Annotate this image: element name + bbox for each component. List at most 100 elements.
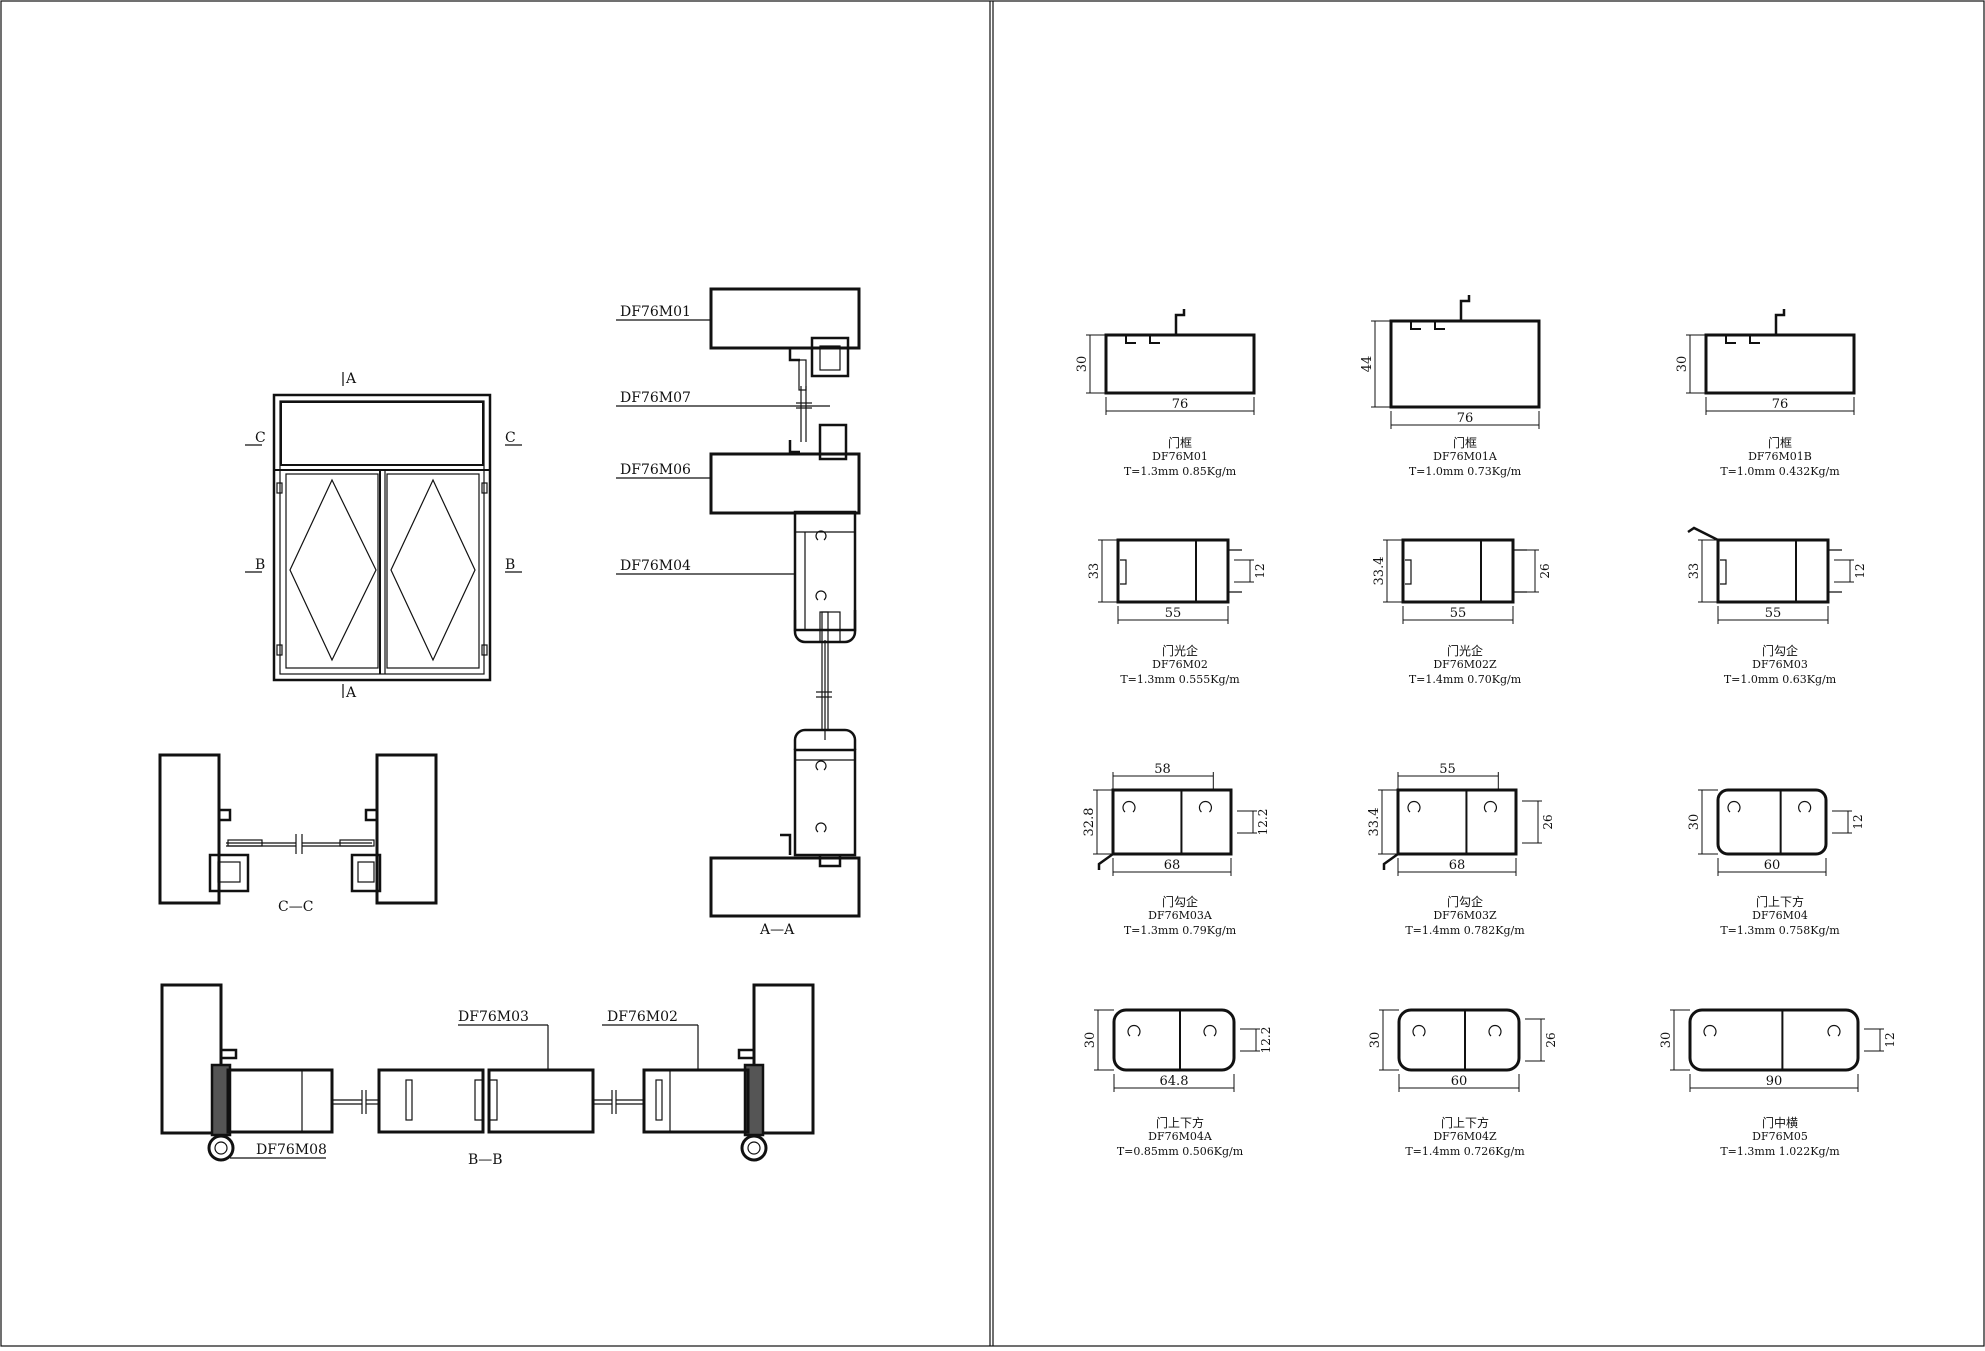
dim-right: 12.2	[1259, 1027, 1273, 1054]
label-df76m03: DF76M03	[458, 1009, 529, 1025]
dim-width: 68	[1164, 858, 1181, 873]
dim-width: 76	[1172, 397, 1189, 412]
cut-mark-a-top: A	[345, 371, 357, 387]
dim-right: 12	[1253, 563, 1267, 578]
dim-width: 55	[1165, 606, 1182, 621]
dim-right: 12	[1853, 563, 1867, 578]
dim-right: 12	[1883, 1032, 1897, 1047]
profile-name: 门框	[1768, 435, 1792, 450]
profile-body	[1116, 538, 1230, 604]
profile-code: DF76M04Z	[1433, 1130, 1497, 1143]
profile-body	[1111, 788, 1233, 856]
profile-spec: T=1.3mm 0.85Kg/m	[1124, 465, 1237, 478]
cut-mark-b-left: B	[255, 557, 265, 573]
dim-top: 58	[1154, 762, 1171, 777]
dim-width: 55	[1765, 606, 1782, 621]
profile-spec: T=0.85mm 0.506Kg/m	[1117, 1145, 1244, 1158]
label-df76m01: DF76M01	[620, 304, 691, 320]
profile-name: 门上下方	[1441, 1115, 1489, 1130]
profile-spec: T=1.4mm 0.70Kg/m	[1409, 673, 1522, 686]
profile-code: DF76M04	[1752, 909, 1808, 922]
profile-name: 门光企	[1447, 643, 1483, 658]
profile-name: 门勾企	[1447, 894, 1483, 909]
profile-spec: T=1.3mm 1.022Kg/m	[1720, 1145, 1840, 1158]
dim-height: 30	[1083, 1032, 1098, 1049]
profile-name: 门框	[1168, 435, 1192, 450]
profile-body	[1104, 333, 1256, 395]
profile-body	[1112, 1008, 1236, 1072]
cut-mark-a-bottom: A	[345, 685, 357, 701]
dim-width: 76	[1772, 397, 1789, 412]
caption-cc: C—C	[278, 899, 313, 915]
profile-spec: T=1.3mm 0.79Kg/m	[1124, 924, 1237, 937]
label-df76m07: DF76M07	[620, 390, 691, 406]
dim-height: 30	[1659, 1032, 1674, 1049]
dim-height: 33.4	[1372, 557, 1387, 586]
profile-code: DF76M05	[1752, 1130, 1808, 1143]
dim-height: 33.4	[1367, 808, 1382, 837]
profile-spec: T=1.4mm 0.726Kg/m	[1405, 1145, 1525, 1158]
section-cc: C—C	[158, 753, 438, 915]
profile-spec: T=1.3mm 0.758Kg/m	[1720, 924, 1840, 937]
profile-body	[1401, 538, 1515, 604]
dim-right: 26	[1544, 1032, 1558, 1047]
profile-body	[1704, 333, 1856, 395]
profile-code: DF76M01A	[1433, 450, 1498, 463]
profile-name: 门上下方	[1756, 894, 1804, 909]
profile-code: DF76M03Z	[1433, 909, 1497, 922]
profile-code: DF76M03	[1752, 658, 1808, 671]
dim-height: 33	[1087, 563, 1102, 580]
dim-height: 33	[1687, 563, 1702, 580]
profile-name: 门勾企	[1162, 894, 1198, 909]
profile-body	[1389, 319, 1541, 409]
label-df76m04: DF76M04	[620, 558, 691, 574]
profile-code: DF76M01	[1152, 450, 1208, 463]
profile-body	[1716, 788, 1828, 856]
dim-height: 30	[1075, 356, 1090, 373]
dim-width: 64.8	[1160, 1074, 1189, 1089]
profile-body	[1716, 538, 1830, 604]
dim-height: 30	[1675, 356, 1690, 373]
cut-mark-b-right: B	[505, 557, 515, 573]
caption-aa: A—A	[759, 922, 795, 938]
cut-mark-c-left: C	[255, 430, 266, 446]
label-df76m02: DF76M02	[607, 1009, 678, 1025]
profile-spec: T=1.0mm 0.63Kg/m	[1724, 673, 1837, 686]
profile-body	[1396, 788, 1518, 856]
profile-body	[1397, 1008, 1521, 1072]
dim-height: 30	[1687, 814, 1702, 831]
profile-name: 门中横	[1762, 1115, 1798, 1130]
dim-width: 90	[1766, 1074, 1783, 1089]
label-df76m06: DF76M06	[620, 462, 691, 478]
profile-spec: T=1.3mm 0.555Kg/m	[1120, 673, 1240, 686]
section-bb: DF76M03 DF76M02 DF76M08 B—B	[160, 983, 815, 1168]
profile-spec: T=1.0mm 0.432Kg/m	[1720, 465, 1840, 478]
caption-bb: B—B	[468, 1152, 503, 1168]
dim-width: 76	[1457, 411, 1474, 426]
dim-height: 44	[1360, 356, 1375, 373]
dim-width: 60	[1451, 1074, 1468, 1089]
profile-name: 门上下方	[1156, 1115, 1204, 1130]
profile-code: DF76M01B	[1748, 450, 1812, 463]
profile-code: DF76M02Z	[1433, 658, 1497, 671]
dim-width: 68	[1449, 858, 1466, 873]
profile-code: DF76M03A	[1148, 909, 1213, 922]
profile-code: DF76M04A	[1148, 1130, 1213, 1143]
profile-name: 门框	[1453, 435, 1477, 450]
cut-mark-c-right: C	[505, 430, 516, 446]
dim-width: 60	[1764, 858, 1781, 873]
dim-width: 55	[1450, 606, 1467, 621]
